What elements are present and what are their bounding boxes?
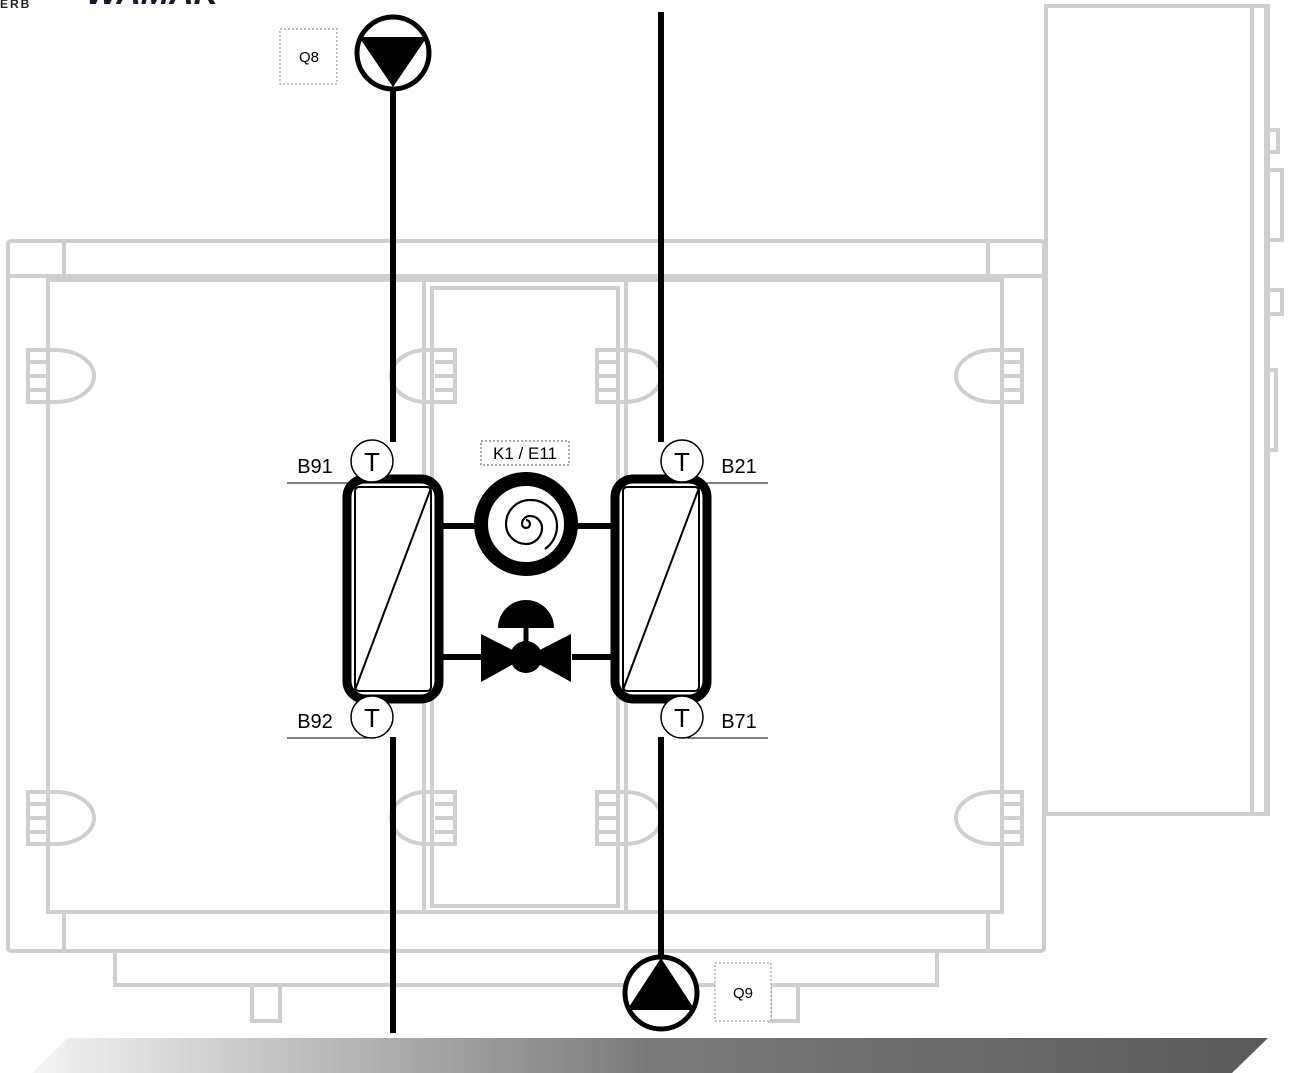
svg-text:WAMAK: WAMAK [86, 0, 221, 12]
housing-clamps [26, 348, 1024, 846]
floor-plane [32, 1038, 1268, 1073]
svg-text:T: T [674, 703, 690, 733]
pump-q8-label: Q8 [279, 28, 338, 85]
svg-text:ERB: ERB [0, 0, 31, 11]
svg-text:T: T [364, 703, 380, 733]
piping [390, 12, 664, 1033]
compressor-label: K1 / E11 [480, 440, 570, 466]
compressor-icon [474, 472, 578, 576]
svg-text:B91: B91 [297, 456, 333, 478]
sensor-b71: T B71 [660, 695, 768, 739]
svg-text:Q9: Q9 [733, 985, 753, 1002]
svg-text:B21: B21 [721, 456, 757, 478]
svg-text:T: T [364, 447, 380, 477]
expansion-valve-icon [481, 600, 571, 682]
brand-logo: ERB WAMAK [0, 0, 221, 12]
sensor-b91: T B91 [287, 439, 394, 484]
pump-q8-icon [354, 14, 432, 92]
sensor-b92: T B92 [287, 695, 394, 739]
pump-q9-label: Q9 [714, 962, 772, 1022]
sensor-b21: T B21 [660, 439, 768, 484]
svg-text:Q8: Q8 [299, 49, 319, 66]
heat-exchanger-right [610, 474, 712, 704]
svg-text:T: T [674, 447, 690, 477]
svg-text:B92: B92 [297, 711, 333, 733]
svg-text:B71: B71 [721, 711, 757, 733]
svg-text:K1 / E11: K1 / E11 [493, 444, 557, 463]
pump-q9-icon [622, 954, 700, 1032]
heat-exchanger-left [342, 474, 444, 704]
unit-housing [6, 4, 1284, 1023]
